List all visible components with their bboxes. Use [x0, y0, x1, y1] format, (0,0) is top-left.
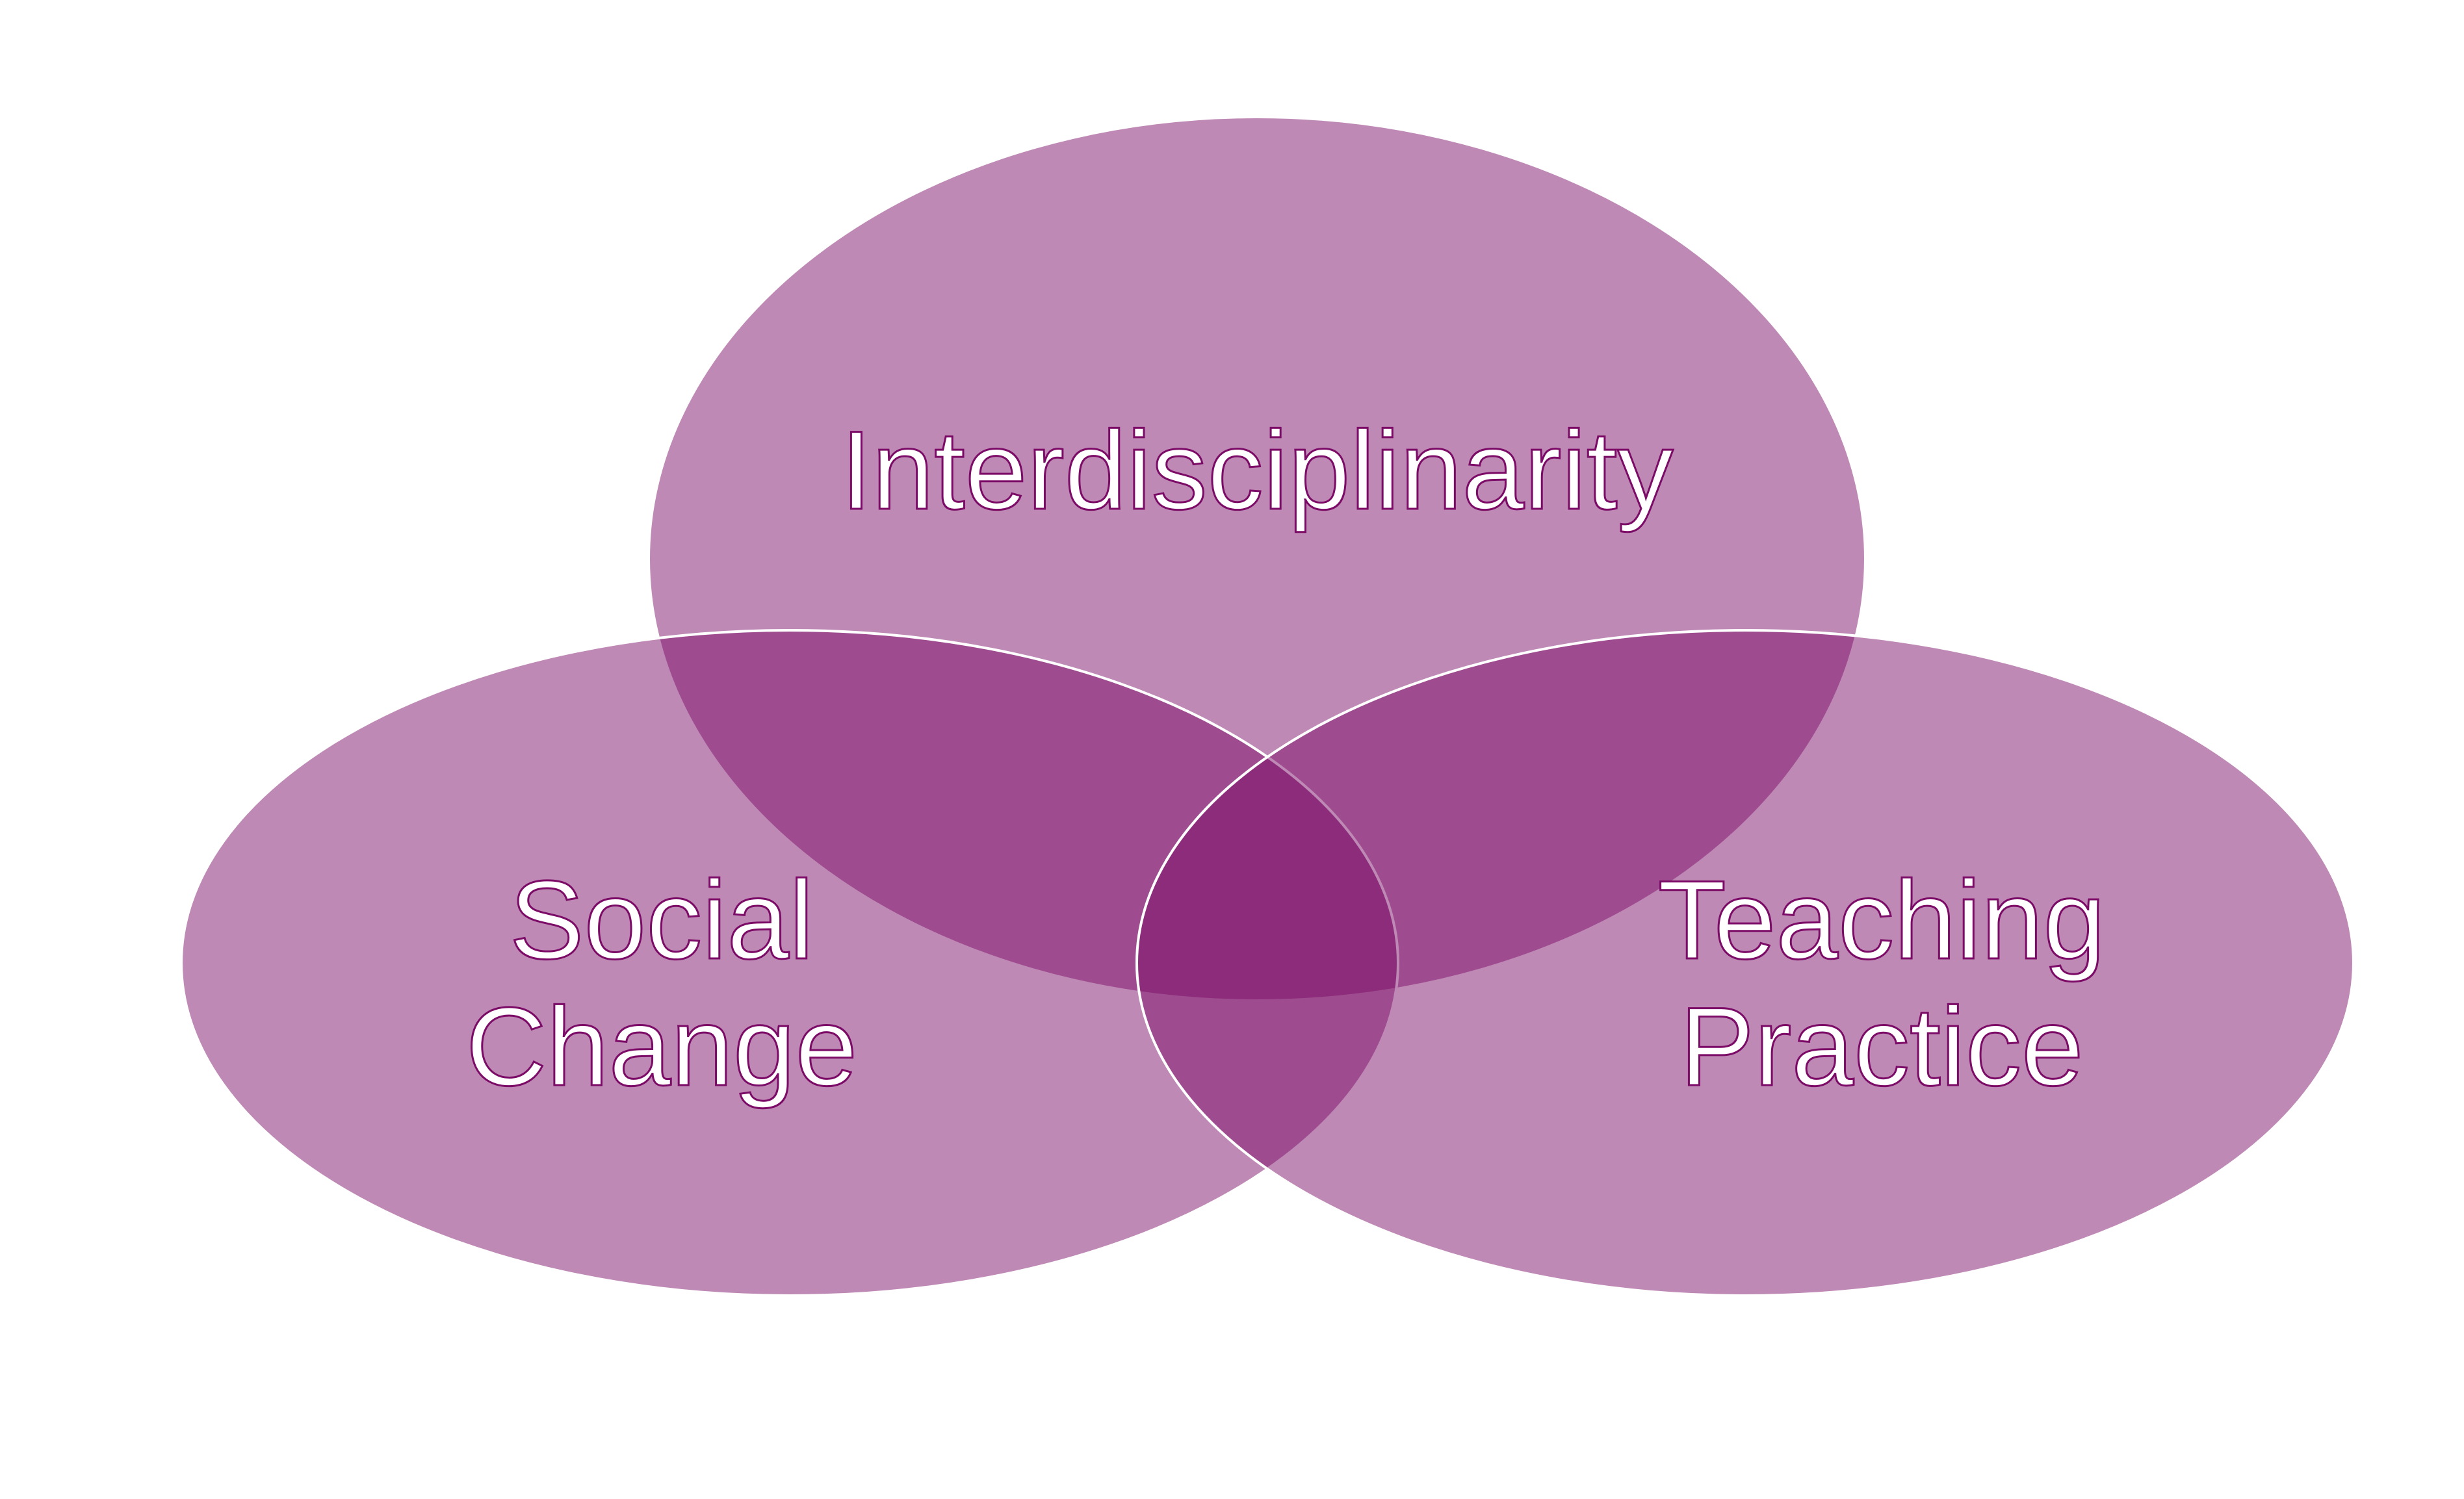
circle-teaching-practice: [1135, 629, 2355, 1297]
circle-social-change: [180, 629, 1399, 1297]
label-teaching-line2: Practice: [1679, 984, 2083, 1109]
label-social-line1: Social: [510, 858, 814, 982]
label-teaching-line1: Teaching: [1658, 858, 2106, 982]
label-interdisciplinarity: Interdisciplinarity: [841, 408, 1674, 533]
circle-interdisciplinarity: [647, 116, 1867, 1002]
label-social-line2: Change: [466, 984, 858, 1109]
